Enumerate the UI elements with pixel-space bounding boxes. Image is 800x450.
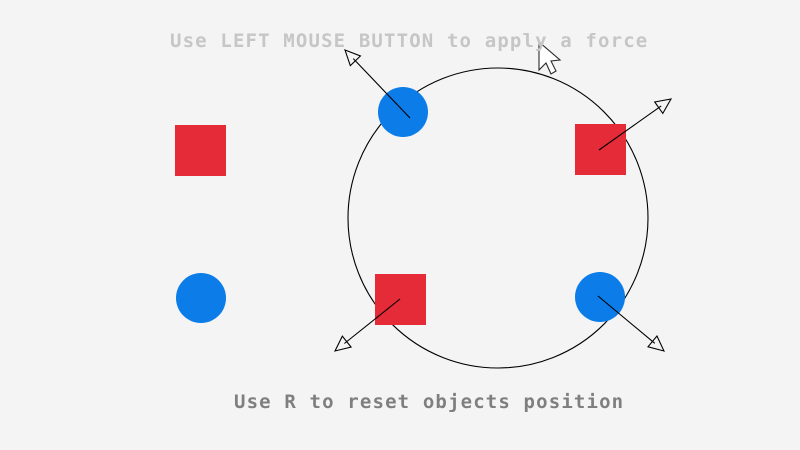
force-arrow-blue-circle-bottom-right	[597, 295, 665, 352]
blue-circle-bottom-left[interactable]	[176, 273, 226, 323]
mouse-cursor-icon	[538, 40, 562, 75]
hint-text-apply-force: Use LEFT MOUSE BUTTON to apply a force	[170, 30, 649, 52]
hint-text-reset-position: Use R to reset objects position	[234, 391, 625, 413]
red-square-left[interactable]	[175, 125, 226, 176]
blue-circle-top[interactable]	[378, 87, 428, 137]
boundary-circle	[347, 67, 649, 369]
force-arrow-red-square-bottom-middle	[333, 298, 401, 352]
force-arrow-blue-circle-top	[344, 49, 411, 119]
red-square-bottom-middle[interactable]	[375, 274, 426, 325]
force-arrow-red-square-top-right	[598, 98, 673, 151]
